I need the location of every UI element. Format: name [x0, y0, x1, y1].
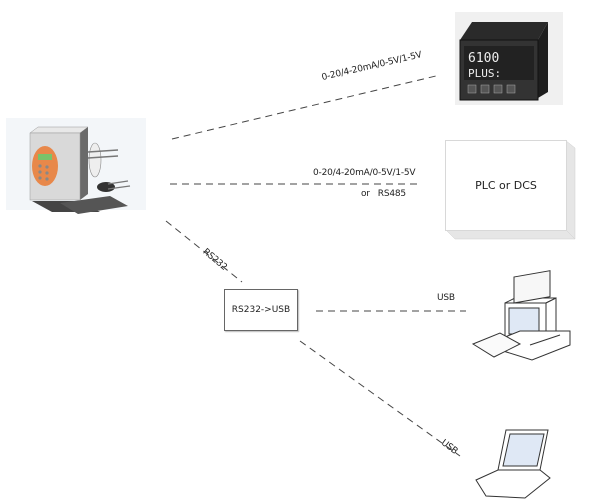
panel-controller-icon: 6100 PLUS:	[455, 12, 563, 105]
laptop-icon	[475, 429, 551, 499]
controller-display-mode: PLUS:	[468, 67, 501, 80]
link-to-desktop-label: USB	[437, 293, 455, 303]
link-to-plc-sublabel: or RS485	[361, 189, 406, 199]
plc-dcs-node: PLC or DCS	[445, 140, 567, 231]
link-to-controller	[171, 74, 441, 140]
desktop-computer-icon	[471, 270, 571, 361]
analyzer-device-icon	[6, 118, 146, 214]
link-to-converter	[165, 220, 243, 283]
link-to-laptop	[299, 340, 461, 457]
controller-display-value: 6100	[468, 51, 499, 66]
rs232-usb-converter-node: RS232->USB	[224, 289, 298, 331]
link-to-plc-label: 0-20/4-20mA/0-5V/1-5V	[313, 168, 416, 178]
